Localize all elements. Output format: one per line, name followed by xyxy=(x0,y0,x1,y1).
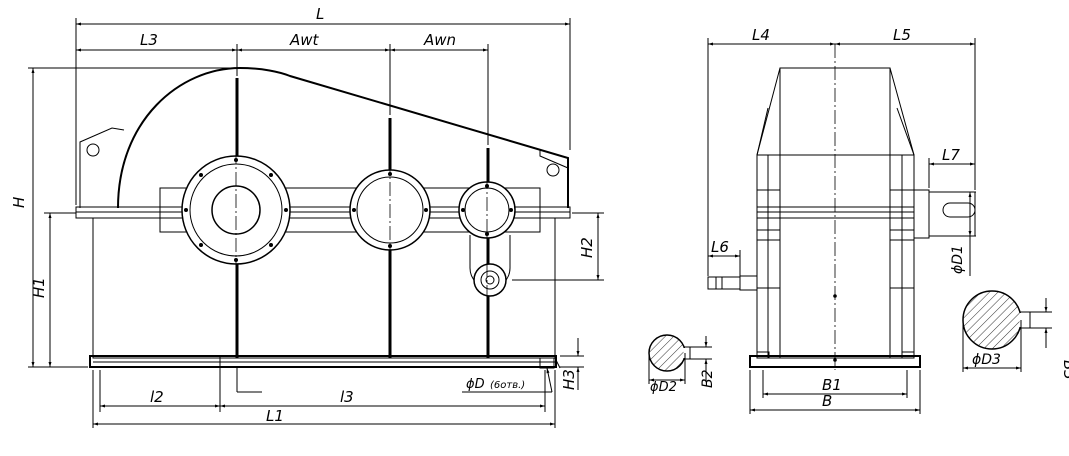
label-phiD-note: (6отв.) xyxy=(490,380,525,391)
shaft-section-d2 xyxy=(648,334,686,372)
label-phiD3: ϕD3 xyxy=(972,352,1001,368)
label-phiD: ϕD xyxy=(466,377,485,392)
output-shaft xyxy=(928,191,976,237)
label-H: H xyxy=(10,197,28,208)
output-shaft-collar xyxy=(913,189,930,239)
label-l2: l2 xyxy=(150,388,164,406)
label-H3: H3 xyxy=(560,369,578,390)
label-L5: L5 xyxy=(893,26,911,44)
input-shaft-collar xyxy=(739,275,758,291)
label-B1: B1 xyxy=(822,376,842,394)
label-Awn: Awn xyxy=(423,31,456,49)
left-lug-hole xyxy=(86,143,100,157)
left-lug xyxy=(79,127,125,208)
label-H2: H2 xyxy=(578,237,596,258)
label-B: B xyxy=(822,392,832,410)
right-lug-hole xyxy=(546,163,560,177)
label-L3-top: L3 xyxy=(140,31,158,49)
output-shaft-keyway xyxy=(942,202,976,218)
label-phiD1: ϕD1 xyxy=(950,245,966,274)
front-view: L L3 Awt Awn H H1 H2 H3 l2 l3 L1 ϕD (6от… xyxy=(10,5,604,428)
label-L1: L1 xyxy=(266,407,284,425)
label-L4: L4 xyxy=(752,26,770,44)
label-l3: l3 xyxy=(340,388,354,406)
pump-cover xyxy=(473,263,507,297)
side-view: L4 L5 L6 L7 ϕD1 B1 B xyxy=(707,26,976,414)
label-B3: B3 xyxy=(1060,360,1069,380)
label-L6: L6 xyxy=(711,238,729,256)
upper-cover xyxy=(117,66,569,209)
label-phiD2: ϕD2 xyxy=(650,380,677,395)
input-shaft xyxy=(707,276,741,290)
shaft-section-d3 xyxy=(962,290,1022,350)
shaft-section-left: ϕD2 B2 xyxy=(648,334,716,395)
label-B2: B2 xyxy=(700,369,716,388)
base-plate xyxy=(89,355,557,368)
bearing-boss xyxy=(159,187,541,233)
label-Awt: Awt xyxy=(289,31,320,49)
label-L: L xyxy=(316,5,324,23)
shaft-section-right: ϕD3 B3 xyxy=(962,290,1069,380)
label-H1: H1 xyxy=(30,277,48,298)
right-lug xyxy=(539,150,569,208)
label-L7: L7 xyxy=(942,146,960,164)
